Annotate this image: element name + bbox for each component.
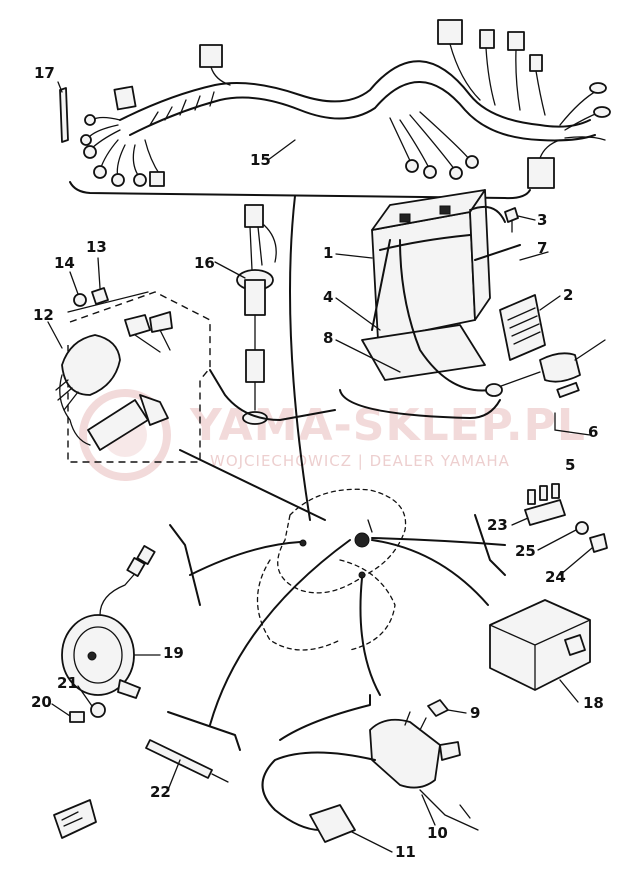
callout-25: 25 [515, 542, 536, 560]
callout-2: 2 [563, 286, 573, 304]
callout-8: 8 [323, 329, 333, 347]
callout-5: 5 [565, 456, 575, 474]
watermark-logo [79, 389, 171, 481]
callout-24: 24 [545, 568, 566, 586]
battery-assembly [339, 189, 606, 436]
callout-19: 19 [163, 644, 184, 662]
main-switch-assembly [55, 287, 326, 521]
callout-23: 23 [487, 516, 508, 534]
callout-20: 20 [31, 693, 52, 711]
ignition-coil-assembly [261, 699, 479, 843]
callout-12: 12 [33, 306, 54, 324]
watermark-dealer: WOJCIECHOWICZ | DEALER YAMAHA [210, 452, 510, 470]
callout-18: 18 [583, 694, 604, 712]
callout-3: 3 [537, 211, 547, 229]
flasher-relay [489, 599, 591, 691]
callout-9: 9 [470, 704, 480, 722]
callout-22: 22 [150, 783, 171, 801]
callout-15: 15 [250, 151, 271, 169]
callout-21: 21 [57, 674, 78, 692]
frame-outline [256, 488, 407, 651]
callout-7: 7 [537, 239, 547, 257]
callout-14: 14 [54, 254, 75, 272]
callout-16: 16 [194, 254, 215, 272]
callout-13: 13 [86, 238, 107, 256]
callout-17: 17 [34, 64, 55, 82]
wire-harness-group [69, 19, 611, 521]
misc-parts [53, 87, 97, 839]
callout-6: 6 [588, 423, 598, 441]
callout-labels: 1 2 3 4 5 6 7 8 9 10 11 12 13 14 15 16 1… [31, 64, 604, 861]
fuse-assembly [209, 204, 336, 425]
rectifier-bracket [524, 483, 608, 553]
horn-assembly [61, 545, 156, 723]
pickup-lead [145, 711, 241, 783]
callout-10: 10 [427, 824, 448, 842]
watermark-brand: YAMA-SKLEP.PL [189, 400, 586, 451]
callout-leaders [47, 81, 593, 853]
leader-lines [169, 514, 506, 741]
callout-11: 11 [395, 843, 416, 861]
callout-1: 1 [323, 244, 333, 262]
callout-4: 4 [323, 288, 333, 306]
